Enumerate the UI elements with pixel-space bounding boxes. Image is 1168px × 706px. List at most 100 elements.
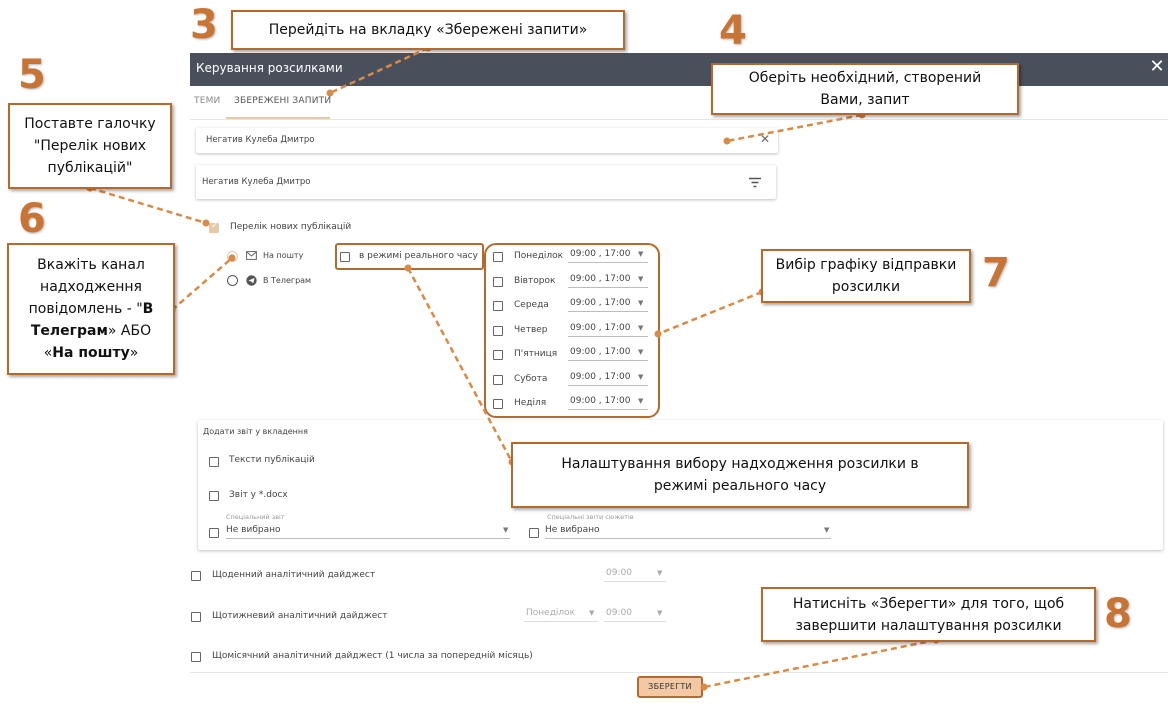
schedule-day-checkbox[interactable] [493, 350, 503, 360]
daily-digest-label: Щоденний аналітичний дайджест [212, 570, 376, 580]
schedule-day-label: Вівторок [514, 276, 556, 286]
chevron-down-icon[interactable]: ▼ [638, 373, 644, 381]
tabs-divider [190, 119, 1168, 120]
step-number-5: 5 [18, 52, 46, 98]
special-plot-underline [545, 538, 831, 539]
special-report-underline [226, 538, 510, 539]
daily-time[interactable]: 09:00 [606, 568, 632, 578]
step-number-4: 4 [719, 8, 747, 54]
schedule-time-select[interactable]: 09:00 , 17:00 [570, 298, 631, 308]
schedule-time-select[interactable]: 09:00 , 17:00 [570, 249, 631, 259]
new-publications-label: Перелік нових публікацій [230, 222, 352, 232]
chevron-down-icon[interactable]: ▼ [824, 526, 830, 534]
envelope-icon [246, 251, 257, 260]
weekly-time[interactable]: 09:00 [606, 608, 632, 618]
schedule-time-underline [568, 262, 648, 263]
leader-6 [171, 257, 233, 311]
leader-4 [726, 113, 863, 143]
daily-digest-checkbox[interactable] [191, 571, 201, 581]
weekly-time-underline [604, 621, 666, 622]
schedule-time-underline [568, 385, 648, 386]
chevron-down-icon[interactable]: ▼ [638, 348, 644, 356]
texts-checkbox[interactable] [209, 457, 219, 467]
schedule-day-checkbox[interactable] [493, 375, 503, 385]
schedule-day-label: Субота [514, 374, 548, 384]
channel-email-label: На пошту [263, 251, 304, 260]
callout-7: Вибір графіку відправки розсилки [761, 249, 971, 303]
leader-8 [703, 638, 937, 689]
schedule-day-checkbox[interactable] [493, 277, 503, 287]
dialog-title: Керування розсилками [196, 61, 343, 75]
leader-5 [89, 186, 207, 225]
special-report-checkbox[interactable] [209, 528, 219, 538]
callout-3: Перейдіть на вкладку «Збережені запити» [231, 10, 625, 50]
channel-telegram-radio[interactable] [227, 275, 238, 286]
query-list-item[interactable]: Негатив Кулеба Дмитро [196, 165, 776, 199]
leader-rt [406, 267, 514, 463]
special-plot-caption: Спеціальні звіти сюжетів [547, 513, 634, 521]
clear-icon[interactable]: ✕ [760, 132, 771, 146]
chevron-down-icon[interactable]: ▼ [657, 609, 663, 617]
schedule-day-checkbox[interactable] [493, 399, 503, 409]
chevron-down-icon[interactable]: ▼ [638, 275, 644, 283]
schedule-time-select[interactable]: 09:00 , 17:00 [570, 274, 631, 284]
schedule-day-label: Четвер [514, 325, 548, 335]
new-publications-checkbox[interactable] [209, 221, 219, 233]
schedule-day-checkbox[interactable] [493, 252, 503, 262]
monthly-digest-label: Щомісячний аналітичний дайджест (1 числа… [212, 651, 533, 661]
attachments-header: Додати звіт у вкладення [203, 427, 308, 436]
weekly-day[interactable]: Понеділок [526, 608, 576, 618]
leader-7 [657, 290, 763, 336]
close-icon[interactable]: ✕ [1149, 56, 1165, 77]
weekly-digest-checkbox[interactable] [191, 612, 201, 622]
realtime-label: в режимі реального часу [359, 251, 478, 261]
schedule-time-select[interactable]: 09:00 , 17:00 [570, 396, 631, 406]
schedule-day-checkbox[interactable] [493, 301, 503, 311]
realtime-checkbox[interactable] [340, 252, 350, 262]
schedule-time-underline [568, 311, 648, 312]
chevron-down-icon[interactable]: ▼ [638, 299, 644, 307]
chevron-down-icon[interactable]: ▼ [503, 526, 509, 534]
tab-active-indicator [226, 117, 330, 119]
telegram-icon [246, 275, 257, 286]
special-plot-value[interactable]: Не вибрано [545, 525, 600, 535]
leader-3 [329, 46, 429, 95]
channel-telegram-label: В Телеграм [263, 276, 312, 285]
special-report-value[interactable]: Не вибрано [226, 525, 281, 535]
step-number-7: 7 [982, 250, 1010, 296]
schedule-time-underline [568, 360, 648, 361]
schedule-time-select[interactable]: 09:00 , 17:00 [570, 372, 631, 382]
chevron-down-icon[interactable]: ▼ [638, 324, 644, 332]
weekly-digest-label: Щотижневий аналітичний дайджест [212, 611, 388, 621]
filter-icon[interactable] [748, 177, 762, 188]
schedule-day-label: П'ятниця [514, 349, 558, 359]
schedule-time-underline [568, 287, 648, 288]
chevron-down-icon[interactable]: ▼ [657, 569, 663, 577]
tab-topics[interactable]: ТЕМИ [194, 96, 221, 106]
callout-4: Оберіть необхідний, створений Вами, запи… [711, 63, 1019, 115]
chevron-down-icon[interactable]: ▼ [638, 250, 644, 258]
special-plot-checkbox[interactable] [529, 528, 539, 538]
callout-8: Натисніть «Зберегти» для того, щоб завер… [761, 587, 1096, 642]
tab-saved-queries[interactable]: ЗБЕРЕЖЕНІ ЗАПИТИ [234, 96, 332, 106]
callout-5: Поставте галочку "Перелік нових публікац… [8, 103, 172, 189]
schedule-highlight [484, 243, 660, 418]
docx-checkbox[interactable] [209, 491, 219, 501]
schedule-time-select[interactable]: 09:00 , 17:00 [570, 347, 631, 357]
step-number-6: 6 [18, 196, 46, 242]
daily-time-underline [604, 581, 666, 582]
query-chip[interactable]: Негатив Кулеба Дмитро ✕ [196, 128, 778, 153]
schedule-day-checkbox[interactable] [493, 326, 503, 336]
schedule-time-underline [568, 409, 648, 410]
chevron-down-icon[interactable]: ▼ [589, 609, 595, 617]
schedule-day-label: Понеділок [514, 251, 564, 261]
schedule-time-select[interactable]: 09:00 , 17:00 [570, 323, 631, 333]
special-report-caption: Спеціальний звіт [226, 513, 285, 521]
footer-divider [190, 672, 1168, 673]
query-chip-label: Негатив Кулеба Дмитро [206, 135, 315, 145]
monthly-digest-checkbox[interactable] [191, 652, 201, 662]
schedule-time-underline [568, 336, 648, 337]
chevron-down-icon[interactable]: ▼ [638, 397, 644, 405]
docx-label: Звіт у *.docx [229, 490, 288, 500]
texts-label: Тексти публікацій [229, 455, 315, 465]
